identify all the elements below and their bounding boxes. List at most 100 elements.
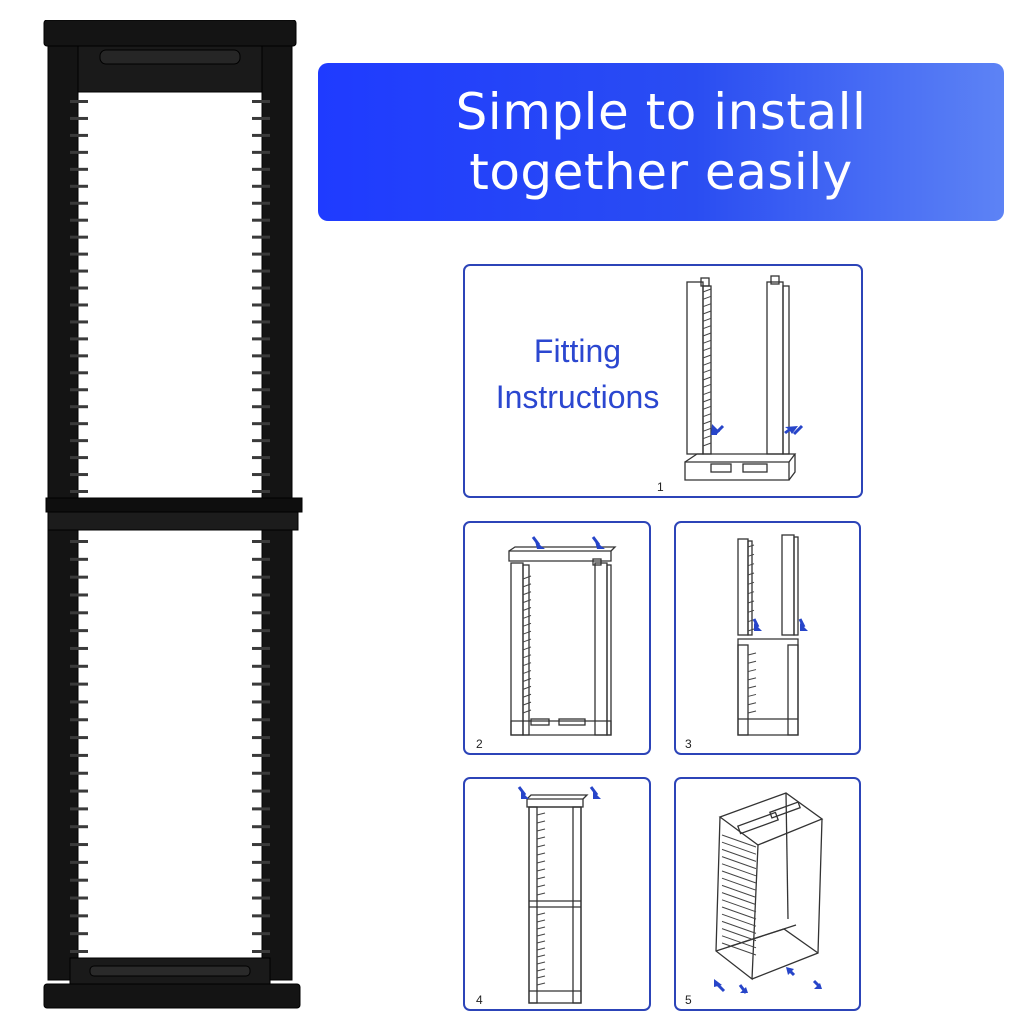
slot-rib [70, 354, 88, 358]
slot-rib [70, 167, 88, 171]
slot-rib [70, 843, 88, 847]
slot-rib [70, 540, 88, 543]
slot-rib [522, 701, 532, 706]
slot-rib [721, 877, 757, 891]
slot-rib [252, 736, 270, 740]
slot-rib [747, 600, 755, 604]
slot-rib [70, 473, 88, 477]
slot-rib [721, 892, 757, 906]
slot-rib [252, 718, 270, 722]
slot-rib [747, 553, 755, 557]
slot-rib [70, 860, 88, 864]
slot-rib [70, 557, 88, 561]
slot-rib [747, 660, 757, 664]
slot-rib [536, 836, 546, 840]
title-line-1: Fitting [533, 333, 622, 369]
slot-rib [702, 405, 712, 410]
slot-rib [252, 252, 270, 256]
slot-rib [70, 950, 88, 953]
step-3-panel: 3 [674, 521, 861, 755]
slot-rib [252, 753, 270, 757]
slot-rib [70, 914, 88, 918]
slot-rib [70, 371, 88, 375]
slot-rib [252, 932, 270, 936]
slot-rib [252, 405, 270, 409]
slot-rib [702, 398, 712, 403]
slot-rib [522, 662, 532, 667]
slot-rib [522, 591, 532, 596]
slot-rib [702, 361, 712, 366]
slot-rib [702, 288, 712, 293]
slot-rib [747, 685, 757, 689]
slot-rib [252, 629, 270, 633]
slot-rib [522, 670, 532, 675]
slot-rib [70, 593, 88, 597]
step-1-panel: Fitting Instructions 1 [463, 264, 863, 498]
slot-rib [252, 371, 270, 375]
slot-rib [536, 852, 546, 856]
slot-rib [252, 682, 270, 686]
slot-rib [721, 848, 757, 862]
slot-rib [70, 252, 88, 256]
slot-rib [252, 167, 270, 171]
install-banner: Simple to install together easily [318, 63, 1004, 221]
slot-rib [70, 736, 88, 740]
slot-rib [702, 303, 712, 308]
slot-rib [252, 439, 270, 443]
slot-rib [70, 718, 88, 722]
slot-rib [70, 286, 88, 290]
step-4-panel: 4 [463, 777, 651, 1011]
slot-rib [70, 932, 88, 936]
slot-rib [747, 652, 757, 656]
slot-rib [252, 201, 270, 205]
slot-rib [721, 935, 757, 949]
slot-rib [536, 954, 546, 958]
slot-rib [702, 325, 712, 330]
slot-rib [721, 920, 757, 934]
slot-rib [70, 150, 88, 154]
slot-rib [721, 863, 757, 877]
slot-rib [252, 303, 270, 307]
slot-rib [70, 753, 88, 757]
slot-rib [747, 702, 757, 706]
slot-rib [721, 928, 757, 942]
slot-rib [747, 677, 757, 681]
slot-rib [721, 841, 757, 855]
slot-rib [252, 218, 270, 222]
slot-rib [702, 427, 712, 432]
slot-rib [70, 789, 88, 793]
slot-rib [522, 575, 532, 580]
slot-rib [252, 843, 270, 847]
slot-rib [702, 339, 712, 344]
slot-rib [536, 982, 546, 986]
step-1-arrows [711, 424, 798, 435]
slot-rib [522, 678, 532, 682]
slot-rib [702, 317, 712, 322]
slot-rib [721, 942, 757, 956]
slot-rib [522, 583, 532, 588]
slot-rib [252, 700, 270, 704]
slot-rib [702, 310, 712, 315]
slot-rib [702, 442, 712, 447]
slot-rib [536, 975, 546, 979]
slot-rib [252, 116, 270, 120]
slot-rib [252, 133, 270, 137]
slot-rib [70, 878, 88, 882]
slot-rib [536, 844, 546, 848]
slot-rib [252, 286, 270, 290]
slot-rib [522, 654, 532, 659]
slot-rib [536, 961, 546, 965]
slot-rib [70, 116, 88, 120]
slot-rib [702, 376, 712, 381]
slot-rib [252, 184, 270, 188]
slot-rib [522, 622, 532, 627]
slot-rib [252, 950, 270, 953]
banner-line-2: together easily [469, 143, 853, 201]
slot-rib [522, 638, 532, 643]
title-line-2: Instructions [495, 379, 660, 415]
slot-rib [252, 337, 270, 341]
slot-rib [252, 354, 270, 358]
slot-rib [252, 100, 270, 103]
slot-rib [522, 693, 532, 698]
disc-slot-ribs [70, 100, 270, 953]
